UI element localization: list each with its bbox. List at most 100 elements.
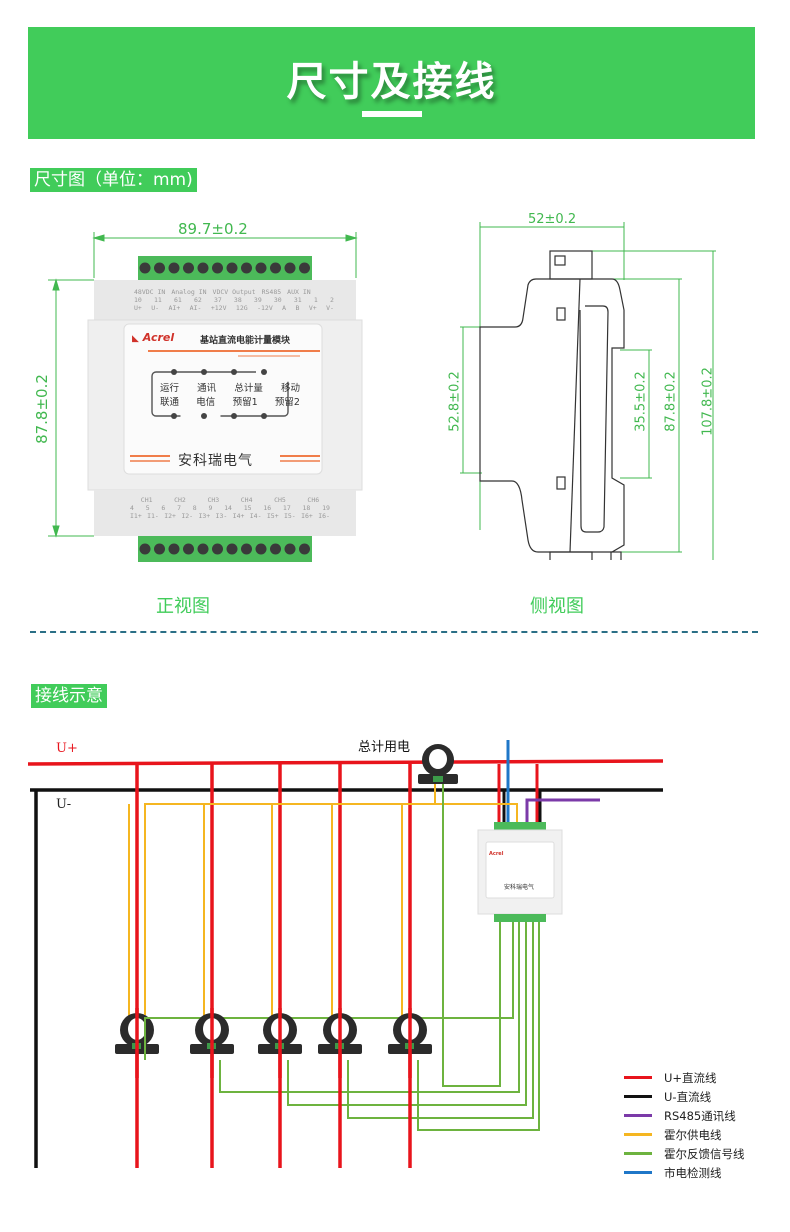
terminal-signal: AI+ <box>168 304 181 312</box>
top-terminal-screws <box>139 262 310 274</box>
indicator-label: 运行 <box>160 383 180 394</box>
terminal-signal: I4+ <box>232 512 245 520</box>
terminal-group-label: VDCV Output <box>212 288 256 296</box>
legend-item: U+直流线 <box>624 1068 745 1087</box>
terminal-signal: U+ <box>134 304 142 312</box>
terminal-signal: I5+ <box>266 512 279 520</box>
terminal-signal: V+ <box>308 304 317 312</box>
terminal-screw <box>168 262 180 274</box>
terminal-screw <box>241 262 252 274</box>
legend-item: RS485通讯线 <box>624 1106 745 1125</box>
terminal-group-label: AUX IN <box>287 288 311 296</box>
indicator-label: 移动 <box>280 383 300 394</box>
terminal-screw <box>255 543 267 555</box>
device-bottom-shoulder <box>94 490 356 536</box>
front-view-drawing <box>48 232 363 562</box>
terminal-number: 62 <box>193 296 202 304</box>
terminal-signal: I1- <box>147 512 159 520</box>
top-terminal-block <box>138 256 312 280</box>
bottom-terminal-screws <box>139 543 310 555</box>
module-brand: Acrel <box>489 851 504 857</box>
hall-feedback-line <box>347 922 534 1119</box>
terminal-number: 7 <box>177 504 181 512</box>
side-dim-107-8: 107.8±0.2 <box>700 367 716 436</box>
terminal-group-label: RS485 <box>261 288 282 296</box>
terminal-screw <box>241 543 252 555</box>
terminal-signal: I6- <box>318 512 330 520</box>
terminal-screw <box>270 262 281 274</box>
terminal-number: 2 <box>329 296 334 304</box>
terminal-number: 31 <box>293 296 302 304</box>
terminal-number: 1 <box>313 296 318 304</box>
indicator-label: 总计量 <box>234 383 263 394</box>
terminal-number: 6 <box>161 504 166 512</box>
wiring-legend: U+直流线 U-直流线 RS485通讯线霍尔供电线霍尔反馈信号线市电检测线 <box>624 1068 745 1182</box>
side-width-dimension-label: 52±0.2 <box>528 212 577 227</box>
current-sensor <box>388 1008 432 1078</box>
legend-label: 霍尔供电线 <box>664 1127 722 1142</box>
terminal-signal: I2- <box>181 512 194 520</box>
front-width-dimension-label: 89.7±0.2 <box>178 220 248 238</box>
terminal-signal: U- <box>151 304 160 312</box>
brand-logo: ◣ Acrel <box>132 331 174 344</box>
terminal-screw <box>139 543 151 555</box>
section-divider <box>30 631 758 633</box>
terminal-screw <box>226 543 238 555</box>
front-view-caption: 正视图 <box>156 596 210 617</box>
terminal-screw <box>212 543 223 555</box>
legend-item: 霍尔供电线 <box>624 1125 745 1144</box>
terminal-screw <box>168 543 180 555</box>
channel-label: CH3 <box>207 496 220 504</box>
module-company: 安科瑞电气 <box>504 884 535 891</box>
terminal-screw <box>226 262 238 274</box>
terminal-signal: I3+ <box>198 512 211 520</box>
indicator-label: 通讯 <box>197 383 217 394</box>
hall-power-line <box>144 803 518 1015</box>
legend-swatch <box>624 1095 652 1098</box>
terminal-signal: I3- <box>215 512 228 520</box>
indicator-label: 预留1 <box>232 397 258 408</box>
legend-swatch <box>624 1114 652 1117</box>
terminal-screw <box>154 543 165 555</box>
channel-label: CH5 <box>274 496 286 504</box>
device-top-shoulder <box>94 280 356 320</box>
legend-swatch <box>624 1171 652 1174</box>
wiring-diagram <box>27 740 664 1168</box>
terminal-number: 38 <box>233 296 242 304</box>
indicator-label: 联通 <box>160 397 180 408</box>
terminal-screw <box>154 262 165 274</box>
terminal-screw <box>299 262 310 274</box>
channel-label: CH2 <box>174 496 186 504</box>
legend-swatch <box>624 1152 652 1155</box>
terminal-number: 37 <box>213 296 222 304</box>
side-view-drawing <box>460 222 716 560</box>
terminal-group-label: 48VDC IN <box>134 288 166 296</box>
terminal-number: 15 <box>243 504 252 512</box>
legend-label: 市电检测线 <box>664 1165 722 1180</box>
total-usage-label: 总计用电 <box>358 740 411 755</box>
product-name: 基站直流电能计量模块 <box>200 336 291 346</box>
module-bottom-terminal <box>494 914 546 922</box>
terminal-signal: A <box>282 304 287 312</box>
banner-underline <box>362 111 422 117</box>
terminal-signal: I1+ <box>130 512 142 520</box>
legend-label: U-直流线 <box>664 1089 712 1104</box>
side-dim-35-5: 35.5±0.2 <box>633 371 649 432</box>
channel-label: CH6 <box>307 496 320 504</box>
terminal-number: 30 <box>273 296 282 304</box>
terminal-number: 18 <box>302 504 311 512</box>
terminal-signal: B <box>295 304 300 312</box>
brand-name: Acrel <box>142 331 175 344</box>
legend-label: 霍尔反馈信号线 <box>664 1146 745 1161</box>
terminal-number: 9 <box>208 504 213 512</box>
terminal-number: 11 <box>153 296 162 304</box>
terminal-screw <box>284 543 296 555</box>
header-banner: 尺寸及接线 <box>28 27 755 139</box>
hall-feedback-line <box>219 922 520 1093</box>
legend-swatch <box>624 1133 652 1136</box>
current-sensor <box>258 1008 302 1078</box>
terminal-screw <box>255 262 267 274</box>
hall-feedback-line <box>417 922 540 1131</box>
legend-item: 霍尔反馈信号线 <box>624 1144 745 1163</box>
